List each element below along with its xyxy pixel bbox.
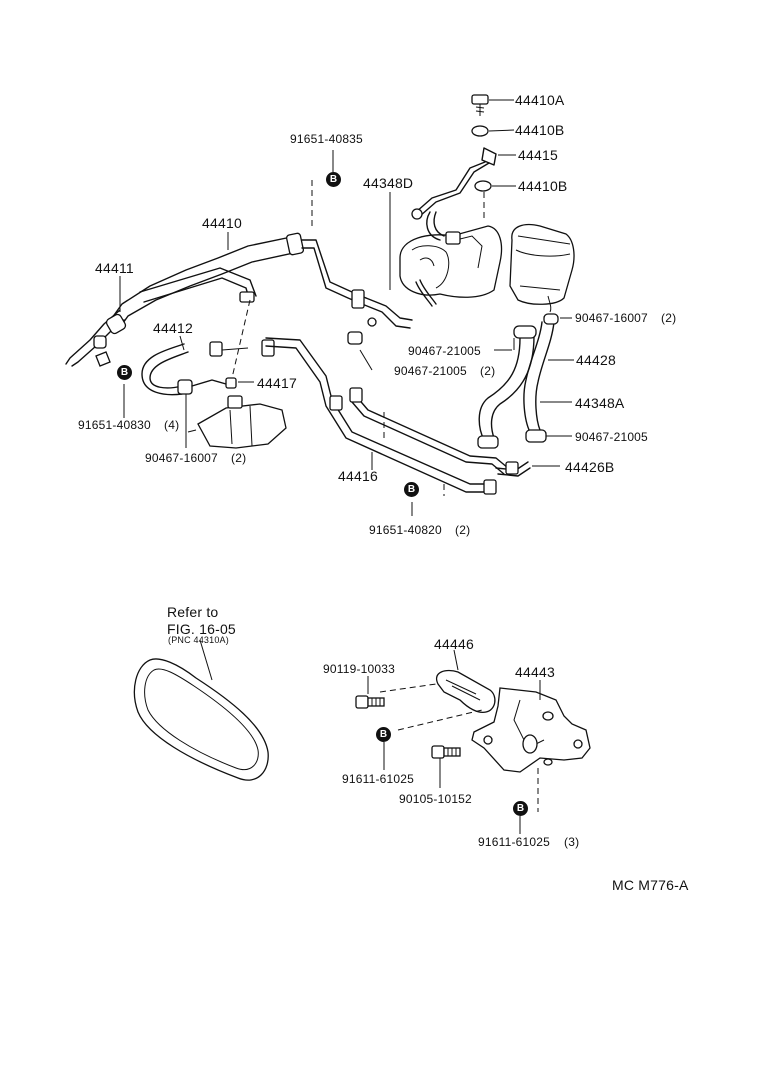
label-90105-10152: 90105-10152 xyxy=(399,792,472,806)
hose-44428-44348A xyxy=(347,313,559,449)
label-91651-40830: 91651-40830 xyxy=(78,418,151,432)
label-91651-40835: 91651-40835 xyxy=(290,132,363,146)
label-90467-16007-left-qty: (2) xyxy=(231,451,247,465)
label-44446: 44446 xyxy=(434,636,474,652)
leader-lines xyxy=(119,99,574,516)
bracket-44446 xyxy=(379,649,496,731)
label-44410B-top: 44410B xyxy=(515,122,565,138)
clamp-44417 xyxy=(209,339,275,389)
label-91611-61025-b-qty: (3) xyxy=(564,835,580,849)
label-44410: 44410 xyxy=(202,215,242,231)
label-91651-40820: 91651-40820 xyxy=(369,523,442,537)
label-44411: 44411 xyxy=(95,260,134,276)
union-bolt-44410A xyxy=(471,94,489,116)
label-91651-40830-qty: (4) xyxy=(164,418,180,432)
label-44348A: 44348A xyxy=(575,395,625,411)
label-91611-61025-b: 91611-61025 xyxy=(478,835,551,849)
bolt-90119-10033 xyxy=(355,676,385,709)
label-44416: 44416 xyxy=(338,468,378,484)
label-91651-40820-qty: (2) xyxy=(455,523,471,537)
figure-code: MC M776-A xyxy=(612,877,689,893)
label-44417: 44417 xyxy=(257,375,297,391)
bolt-mark-b-1: B xyxy=(326,172,341,187)
bolt-90105-10152 xyxy=(383,742,521,834)
label-90467-16007-left: 90467-16007 xyxy=(145,451,218,465)
bolt-mark-b-2: B xyxy=(117,365,132,380)
label-44410B-mid: 44410B xyxy=(518,178,568,194)
gasket-44410B-top xyxy=(471,125,489,137)
vane-pump xyxy=(399,211,503,307)
label-91611-61025-a: 91611-61025 xyxy=(342,772,415,786)
bolt-mark-b-4: B xyxy=(376,727,391,742)
v-belt xyxy=(133,639,269,781)
label-44412: 44412 xyxy=(153,320,193,336)
dashed-guides xyxy=(231,180,485,496)
bolt-mark-b-5: B xyxy=(513,801,528,816)
label-90467-21005-a: 90467-21005 xyxy=(408,344,481,358)
bracket-44443 xyxy=(471,680,591,812)
label-90119-10033: 90119-10033 xyxy=(323,662,396,676)
refer-to-text: Refer to xyxy=(167,604,219,620)
label-44443: 44443 xyxy=(515,664,555,680)
return-tube-44411 xyxy=(65,267,257,367)
bolt-mark-b-3: B xyxy=(404,482,419,497)
label-44415: 44415 xyxy=(518,147,558,163)
pressure-tube-44415 xyxy=(411,147,497,220)
label-44348D: 44348D xyxy=(363,175,414,191)
pressure-hose-44410 xyxy=(111,232,413,331)
tube-44416 xyxy=(265,337,531,495)
label-90467-21005-c: 90467-21005 xyxy=(575,430,648,444)
gasket-44410B-mid xyxy=(474,180,492,192)
label-90467-16007-right: 90467-16007 xyxy=(575,311,648,325)
steering-gear-box xyxy=(187,395,287,449)
label-90467-21005-b-qty: (2) xyxy=(480,364,496,378)
label-90467-21005-b: 90467-21005 xyxy=(394,364,467,378)
label-44426B: 44426B xyxy=(565,459,615,475)
refer-pnc-text: (PNC 44310A) xyxy=(168,635,229,645)
label-90467-16007-right-qty: (2) xyxy=(661,311,677,325)
reservoir-tank xyxy=(509,223,575,313)
label-44410A: 44410A xyxy=(515,92,565,108)
label-44428: 44428 xyxy=(576,352,616,368)
refer-fig-text: FIG. 16-05 xyxy=(167,621,236,637)
